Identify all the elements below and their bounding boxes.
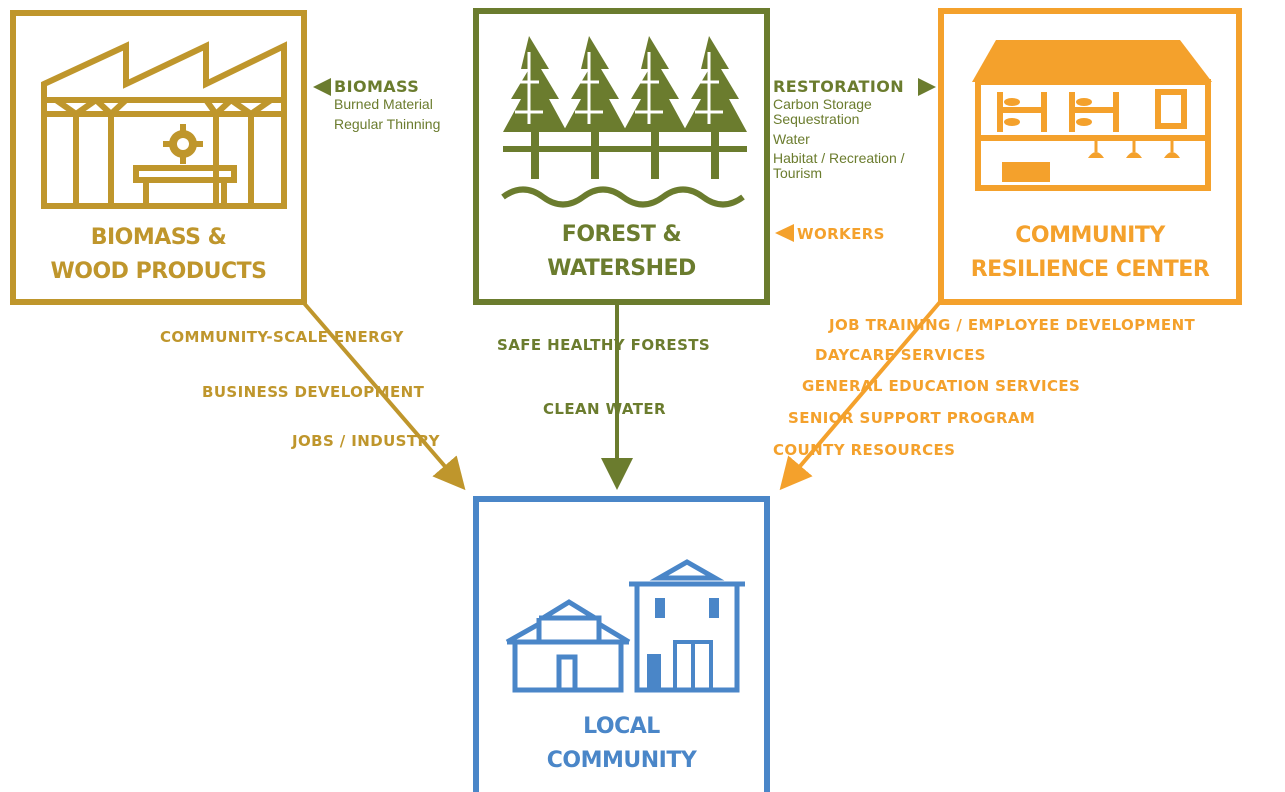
restoration-item-5: Tourism [773,165,823,181]
biomass-arrow [313,78,331,96]
forest-box: FOREST & WATERSHED [473,8,770,305]
factory-icon [41,41,287,209]
restoration-arrow [918,78,936,96]
houses-icon [505,559,745,693]
right-flow-label-5: COUNTY RESOURCES [773,441,956,459]
left-flow-label-2: BUSINESS DEVELOPMENT [202,383,425,401]
biomass-title-line1: BIOMASS & [90,225,227,250]
forest-title-line1: FOREST & [561,222,682,247]
resilience-to-community-line [779,300,942,491]
center-flow-label-2: CLEAN WATER [543,400,666,418]
community-center-icon [972,40,1212,191]
right-flow-label-3: GENERAL EDUCATION SERVICES [802,377,1081,395]
right-flow-label-2: DAYCARE SERVICES [815,346,986,364]
forest-title: FOREST & WATERSHED [479,218,764,286]
forest-icon [501,36,747,208]
local-community-box: LOCAL COMMUNITY [473,496,770,792]
biomass-title: BIOMASS & WOOD PRODUCTS [16,221,301,289]
left-flow-label-1: COMMUNITY-SCALE ENERGY [160,328,404,346]
biomass-flow-label: BIOMASS [334,77,420,96]
resilience-title: COMMUNITY RESILIENCE CENTER [944,219,1236,287]
resilience-title-line1: COMMUNITY [1015,223,1165,248]
workers-flow-label: WORKERS [797,225,885,243]
right-flow-label-4: SENIOR SUPPORT PROGRAM [788,409,1036,427]
resilience-title-line2: RESILIENCE CENTER [970,257,1210,282]
restoration-flow-label: RESTORATION [773,77,905,96]
restoration-item-2: Sequestration [773,111,860,127]
left-flow-label-3: JOBS / INDUSTRY [292,432,440,450]
workers-arrow [775,224,794,242]
biomass-flow-item-1: Burned Material [334,96,433,112]
restoration-item-1: Carbon Storage [773,96,872,112]
biomass-to-community-line [301,300,466,491]
restoration-item-4: Habitat / Recreation / [773,150,905,166]
local-community-title: LOCAL COMMUNITY [479,710,764,778]
forest-title-line2: WATERSHED [547,256,696,281]
right-flow-label-1: JOB TRAINING / EMPLOYEE DEVELOPMENT [829,316,1196,334]
biomass-box: BIOMASS & WOOD PRODUCTS [10,10,307,305]
local-title-line1: LOCAL [583,714,660,739]
center-flow-label-1: SAFE HEALTHY FORESTS [497,336,711,354]
local-title-line2: COMMUNITY [546,748,697,773]
restoration-item-3: Water [773,131,810,147]
biomass-flow-item-2: Regular Thinning [334,116,441,132]
biomass-title-line2: WOOD PRODUCTS [50,259,267,284]
resilience-box: COMMUNITY RESILIENCE CENTER [938,8,1242,305]
